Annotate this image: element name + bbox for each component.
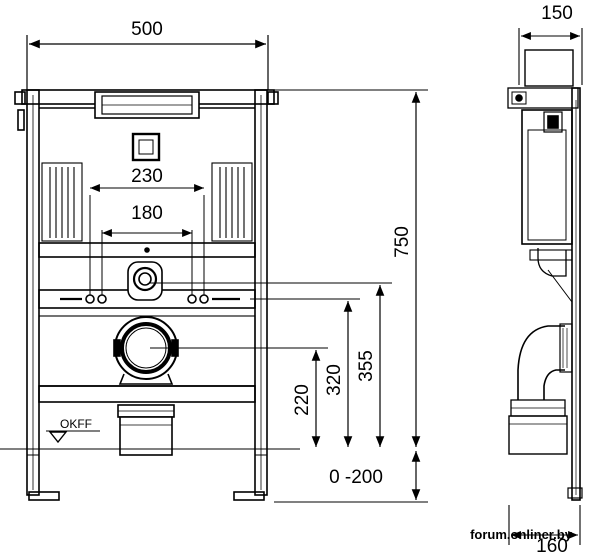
dim-355-label: 355 bbox=[356, 350, 377, 382]
dim-320-label: 320 bbox=[324, 364, 345, 396]
bottom-rail bbox=[38, 385, 256, 403]
left-rib-panel bbox=[41, 162, 83, 242]
flush-button-outline bbox=[131, 132, 161, 162]
width-label: 500 bbox=[131, 19, 163, 40]
leader-lines bbox=[150, 89, 428, 503]
side-drain-pipe bbox=[517, 323, 573, 400]
dim-180-label: 180 bbox=[131, 203, 163, 224]
side-drain-socket bbox=[508, 415, 568, 455]
side-view bbox=[507, 28, 583, 545]
side-cistern bbox=[521, 109, 573, 245]
dim-220-label: 220 bbox=[292, 384, 313, 416]
dim-150-label: 150 bbox=[541, 3, 573, 24]
height-dimensions bbox=[311, 92, 421, 500]
middle-rail bbox=[38, 242, 256, 258]
dim-750-label: 750 bbox=[392, 226, 413, 258]
watermark: forum.onliner.by bbox=[470, 527, 573, 542]
left-foot bbox=[28, 491, 60, 501]
right-foot bbox=[233, 491, 265, 501]
dim-0-200-label: 0 -200 bbox=[329, 467, 383, 488]
right-rib-panel bbox=[211, 162, 253, 242]
drain-outlet bbox=[113, 316, 179, 385]
floor-mark: OKFF bbox=[0, 417, 300, 450]
side-cistern-top bbox=[524, 49, 574, 87]
side-post bbox=[571, 87, 581, 501]
dim-230-label: 230 bbox=[131, 166, 163, 187]
okff-label: OKFF bbox=[60, 417, 92, 431]
dim-160-label: 160 bbox=[536, 536, 568, 557]
width-dimension bbox=[26, 35, 269, 90]
